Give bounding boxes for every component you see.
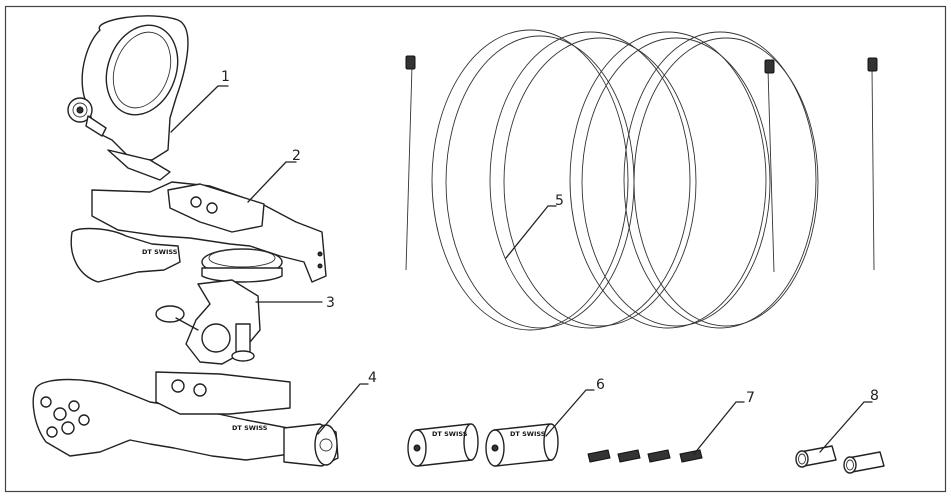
part-5-cable-coils <box>405 29 878 331</box>
part-8-sleeves <box>795 445 885 474</box>
callout-8: 8 <box>870 388 879 404</box>
part-3-bracket <box>155 279 261 365</box>
ferrule-b-brand: DT SWISS <box>510 430 546 438</box>
ferrule-a-brand: DT SWISS <box>432 430 468 438</box>
callout-3: 3 <box>326 295 335 311</box>
part-1-clamp <box>67 15 189 181</box>
part-4-remote-lever: DT SWISS <box>32 371 339 467</box>
remote-body-brand: DT SWISS <box>142 248 178 256</box>
frame-border <box>4 5 947 493</box>
callout-6: 6 <box>596 377 605 393</box>
part-2-mount: DT SWISS <box>70 181 327 283</box>
callout-leaders <box>170 85 873 455</box>
remote-lever-brand: DT SWISS <box>232 424 268 432</box>
callout-2: 2 <box>292 148 301 164</box>
part-6-ferrules: DT SWISS DT SWISS <box>407 423 559 467</box>
callout-1: 1 <box>221 69 230 85</box>
callout-5: 5 <box>555 193 564 209</box>
callout-7: 7 <box>746 390 755 406</box>
callout-4: 4 <box>368 370 377 386</box>
part-7-end-caps <box>587 449 703 463</box>
